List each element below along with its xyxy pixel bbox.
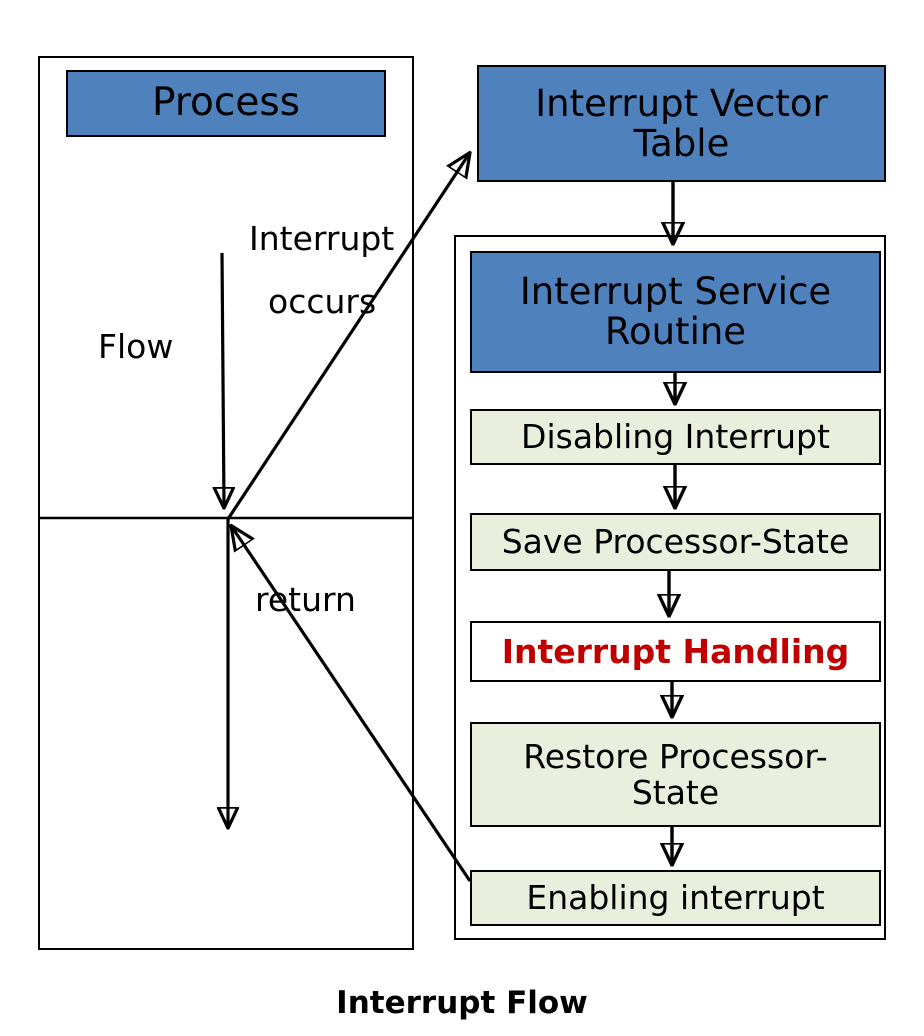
step-box-restore: Restore Processor- State — [470, 722, 881, 827]
step-box-enable-label: Enabling interrupt — [526, 878, 825, 918]
step-box-restore-label-line2: State — [631, 772, 720, 812]
interrupt-vector-table-box: Interrupt Vector Table — [477, 65, 886, 182]
step-box-enable: Enabling interrupt — [470, 870, 881, 926]
step-box-isr-label-line1: Interrupt Service — [519, 270, 832, 314]
interrupt-occurs-label-line1: Interrupt — [249, 219, 395, 258]
interrupt-occurs-label-line2: occurs — [268, 282, 377, 321]
step-box-isr-label-line2: Routine — [604, 310, 747, 353]
step-box-restore-label-line1: Restore Processor- — [523, 736, 828, 776]
step-box-isr: Interrupt Service Routine — [470, 251, 881, 373]
process-flow-panel — [38, 56, 414, 950]
step-box-save: Save Processor-State — [470, 513, 881, 571]
process-box: Process — [66, 70, 386, 137]
diagram-caption: Interrupt Flow — [336, 985, 588, 1021]
flow-label: Flow — [98, 327, 174, 366]
step-box-disable: Disabling Interrupt — [470, 409, 881, 465]
step-box-handle: Interrupt Handling — [470, 621, 881, 682]
interrupt-vector-table-label-line2: Table — [633, 121, 730, 165]
return-label: return — [255, 580, 356, 619]
step-box-save-label: Save Processor-State — [501, 522, 850, 562]
step-box-handle-label: Interrupt Handling — [501, 631, 850, 671]
process-box-label: Process — [152, 80, 300, 126]
step-box-disable-label: Disabling Interrupt — [521, 417, 830, 457]
interrupt-vector-table-label-line1: Interrupt Vector — [535, 81, 828, 125]
